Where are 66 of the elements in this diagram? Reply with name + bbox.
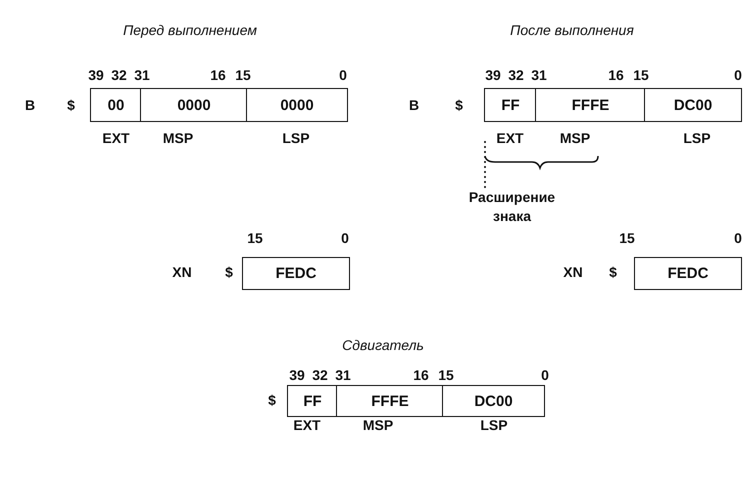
register-label: 0: [734, 230, 742, 246]
register-label: 31: [335, 367, 351, 383]
register-field: [242, 257, 350, 290]
field-name: MSP: [362, 417, 394, 433]
register-label: 0: [341, 230, 349, 246]
register-label: 39: [88, 67, 104, 83]
register-label: 39: [485, 67, 501, 83]
field-name: MSP: [162, 130, 194, 146]
register-label: 15: [247, 230, 263, 246]
register-label: 16: [413, 367, 429, 383]
field-value: 0000: [177, 96, 211, 114]
field-name: MSP: [560, 130, 590, 146]
field-name: EXT: [496, 130, 524, 146]
register-label: 16: [210, 67, 226, 83]
field-name: LSP: [480, 417, 508, 433]
field-value: FF: [303, 392, 322, 410]
register-label: $: [609, 264, 617, 280]
register-label: B: [408, 97, 420, 113]
field-value: 0000: [280, 96, 314, 114]
register-label: 32: [111, 67, 127, 83]
section-title: Перед выполнением: [123, 22, 257, 38]
register-label: 15: [235, 67, 251, 83]
field-value: DC00: [474, 392, 513, 410]
field-value: FEDC: [668, 265, 708, 282]
register-label: 15: [438, 367, 454, 383]
register-label: 15: [619, 230, 635, 246]
register-label: $: [225, 264, 233, 280]
register-label: $: [455, 97, 463, 113]
field-name: EXT: [293, 417, 321, 433]
register-label: XN: [563, 264, 583, 280]
section-title: После выполнения: [510, 22, 634, 38]
register-label: XN: [172, 264, 192, 280]
field-name: LSP: [683, 130, 711, 146]
register-label: 31: [531, 67, 547, 83]
register-label: $: [67, 97, 75, 113]
register-field: [336, 385, 444, 417]
register-label: 15: [633, 67, 649, 83]
register-field: [535, 88, 646, 122]
register-field: [484, 88, 537, 122]
register-field: [246, 88, 348, 122]
field-value: FF: [501, 96, 520, 114]
register-label: 16: [608, 67, 624, 83]
register-label: 32: [508, 67, 524, 83]
field-value: FFFE: [371, 392, 409, 410]
field-value: 00: [108, 96, 124, 114]
register-label: $: [268, 392, 276, 408]
section-title: Сдвигатель: [342, 337, 424, 353]
register-field: [442, 385, 545, 417]
register-field: [287, 385, 338, 417]
register-label: B: [24, 97, 36, 113]
field-value: DC00: [674, 96, 712, 114]
field-name: EXT: [102, 130, 130, 146]
register-label: 0: [541, 367, 549, 383]
register-label: 32: [312, 367, 328, 383]
field-name: LSP: [282, 130, 310, 146]
field-value: FFFE: [572, 96, 610, 114]
register-label: 31: [134, 67, 150, 83]
field-value: FEDC: [276, 265, 316, 282]
annotation-text: Расширение знака: [468, 188, 556, 226]
register-field: [644, 88, 742, 122]
register-field: [90, 88, 142, 122]
register-label: 0: [339, 67, 347, 83]
register-field: [140, 88, 248, 122]
register-label: 0: [734, 67, 742, 83]
register-field: [634, 257, 742, 290]
register-label: 39: [289, 367, 305, 383]
